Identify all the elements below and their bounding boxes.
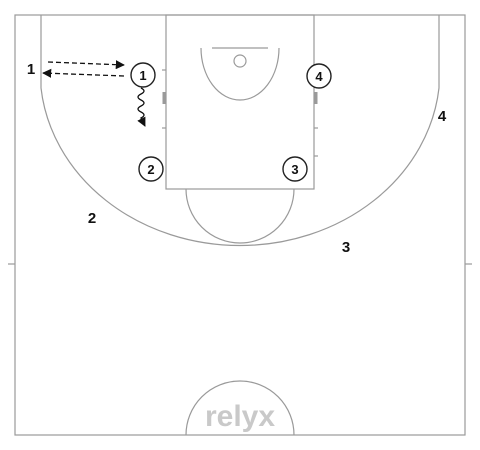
restricted-area-arc (200, 47, 280, 101)
relyx-logo: relyx (205, 400, 275, 433)
spot-label-3: 3 (342, 239, 350, 256)
three-point-line (40, 15, 440, 247)
player-1: 1 (130, 62, 156, 88)
key (165, 14, 315, 190)
player-3: 3 (282, 156, 308, 182)
rim (233, 54, 247, 68)
spot-label-4: 4 (438, 108, 447, 125)
player-1-label: 1 (139, 68, 146, 83)
spot-label-2: 2 (88, 210, 96, 227)
center-circle (185, 380, 295, 436)
player-4-label: 4 (315, 69, 323, 84)
spot-label-1: 1 (27, 61, 35, 78)
cut-arrow-out (47, 60, 125, 70)
player-2-label: 2 (147, 162, 154, 177)
player-3-label: 3 (291, 162, 298, 177)
court-boundary (14, 14, 466, 436)
player-2: 2 (138, 156, 164, 182)
cut-arrow-back (42, 68, 125, 78)
dribble-arrow (137, 87, 146, 127)
player-4: 4 (306, 63, 332, 89)
free-throw-circle (185, 188, 295, 244)
